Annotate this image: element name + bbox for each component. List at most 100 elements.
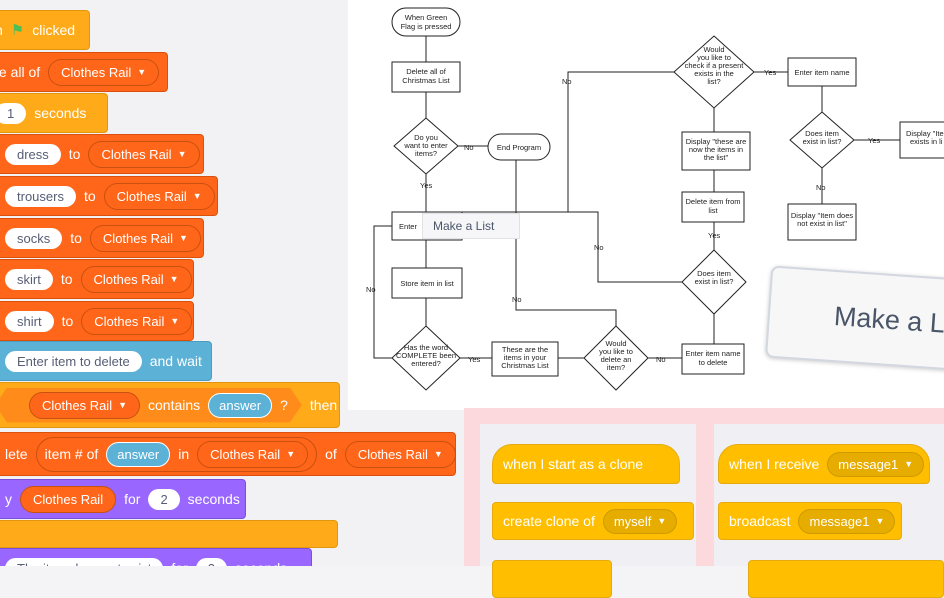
message-dropdown[interactable]: message1▼	[827, 451, 925, 477]
list-dropdown[interactable]: Clothes Rail▼	[48, 58, 160, 86]
yes-label: Yes	[708, 231, 720, 240]
add-item-block[interactable]: socks to Clothes Rail▼	[0, 218, 204, 258]
make-a-list-button-small[interactable]: Make a List	[422, 213, 520, 239]
item-input[interactable]: trousers	[5, 185, 76, 207]
exist-decision	[681, 249, 747, 315]
chevron-down-icon: ▼	[137, 67, 147, 77]
broadcast-block[interactable]: broadcast message1▼	[718, 502, 902, 540]
enter-label: Enter	[399, 222, 417, 231]
say-input[interactable]: The item does not exist	[5, 557, 164, 566]
say-for-secs-block[interactable]: y Clothes Rail for 2 seconds	[0, 479, 246, 519]
present-decision	[673, 35, 755, 109]
complete-decision	[391, 325, 461, 391]
control-pane: when I start as a clone create clone of …	[480, 424, 696, 598]
item-input[interactable]: dress	[5, 143, 61, 165]
make-a-list-button-zoomed[interactable]: Make a Li	[765, 265, 944, 371]
if-then-block[interactable]: Clothes Rail▼ contains answer ? then	[0, 382, 340, 428]
answer-reporter[interactable]: answer	[208, 393, 272, 418]
to-label: to	[70, 230, 82, 246]
chevron-down-icon: ▼	[286, 449, 296, 459]
display-now-box	[681, 131, 751, 171]
enter-name-label: Enter item name	[794, 68, 849, 77]
list-dropdown[interactable]: Clothes Rail▼	[344, 440, 456, 468]
clone-target-dropdown[interactable]: myself▼	[602, 508, 678, 534]
chevron-down-icon: ▼	[657, 516, 667, 526]
when-start-as-clone-block[interactable]: when I start as a clone	[492, 444, 680, 484]
these-are-box	[491, 341, 559, 377]
of-label: of	[325, 446, 337, 462]
no-label: No	[656, 355, 666, 364]
delete-all-label: te all of	[0, 64, 41, 80]
no-label: No	[464, 143, 474, 152]
add-item-block[interactable]: skirt to Clothes Rail▼	[0, 259, 194, 299]
chevron-down-icon: ▼	[433, 449, 443, 459]
secs-input[interactable]: 2	[195, 557, 227, 566]
when-i-receive-block[interactable]: when I receive message1▼	[718, 444, 930, 484]
delete-label: lete	[5, 446, 28, 462]
item-input[interactable]: socks	[5, 227, 63, 249]
end-terminal	[487, 133, 551, 161]
to-label: to	[61, 313, 74, 329]
delete-decision	[583, 325, 649, 391]
delete-item-block[interactable]: lete item # of answer in Clothes Rail▼ o…	[0, 432, 456, 476]
else-bar	[0, 520, 338, 548]
end-label: End Program	[497, 143, 541, 152]
item-input[interactable]: skirt	[5, 268, 53, 290]
list-dropdown[interactable]: Clothes Rail▼	[81, 307, 193, 335]
create-clone-block[interactable]: create clone of myself▼	[492, 502, 694, 540]
list-dropdown[interactable]: Clothes Rail▼	[80, 265, 192, 293]
to-label: to	[83, 188, 96, 204]
secs-unit: seconds	[187, 491, 240, 507]
delete-all-block[interactable]: te all of Clothes Rail▼	[0, 52, 168, 92]
list-dropdown[interactable]: Clothes Rail▼	[197, 440, 309, 468]
add-item-block[interactable]: shirt to Clothes Rail▼	[0, 301, 194, 341]
list-dropdown[interactable]: Clothes Rail▼	[88, 140, 200, 168]
add-item-block[interactable]: trousers to Clothes Rail▼	[0, 176, 218, 216]
yes-label: Yes	[868, 136, 880, 145]
ask-and-wait-block[interactable]: Enter item to delete and wait	[0, 341, 212, 381]
list-reporter[interactable]: Clothes Rail	[20, 485, 117, 513]
list-dropdown[interactable]: Clothes Rail▼	[103, 182, 215, 210]
wait-block[interactable]: 1 seconds	[0, 93, 108, 133]
receive-label: when I receive	[729, 456, 820, 472]
store-label: Store item in list	[400, 279, 454, 288]
item-input[interactable]: shirt	[5, 310, 54, 332]
secs-input[interactable]: 2	[148, 488, 180, 510]
yes-label: Yes	[468, 355, 480, 364]
ask-input[interactable]: Enter item to delete	[5, 350, 142, 372]
no-label: No	[366, 285, 376, 294]
for-label: for	[124, 491, 141, 507]
item-number-reporter[interactable]: item # of answer in Clothes Rail▼	[35, 436, 318, 472]
say-label: y	[5, 491, 12, 507]
chevron-down-icon: ▼	[177, 149, 187, 159]
message-dropdown[interactable]: message1▼	[798, 508, 896, 534]
answer-reporter[interactable]: answer	[106, 441, 171, 467]
no-label: No	[594, 243, 604, 252]
when-flag-clicked-block[interactable]: n ⚑ clicked	[0, 10, 90, 50]
enter-delete-box	[681, 343, 745, 375]
no-label: No	[562, 77, 572, 86]
add-item-block[interactable]: dress to Clothes Rail▼	[0, 134, 204, 174]
question-mark: ?	[280, 397, 288, 413]
clone-hat-label: when I start as a clone	[503, 456, 644, 472]
chevron-down-icon: ▼	[118, 400, 128, 410]
display-exists-box	[899, 121, 944, 159]
list-dropdown[interactable]: Clothes Rail▼	[29, 392, 140, 419]
say-for-secs-block[interactable]: The item does not exist for 2 seconds	[0, 548, 312, 566]
list-dropdown[interactable]: Clothes Rail▼	[89, 224, 201, 252]
contains-label: contains	[148, 397, 201, 413]
item-number-label: item # of	[44, 446, 99, 462]
contains-condition[interactable]: Clothes Rail▼ contains answer ?	[0, 388, 302, 423]
wait-input[interactable]: 1	[0, 102, 27, 124]
